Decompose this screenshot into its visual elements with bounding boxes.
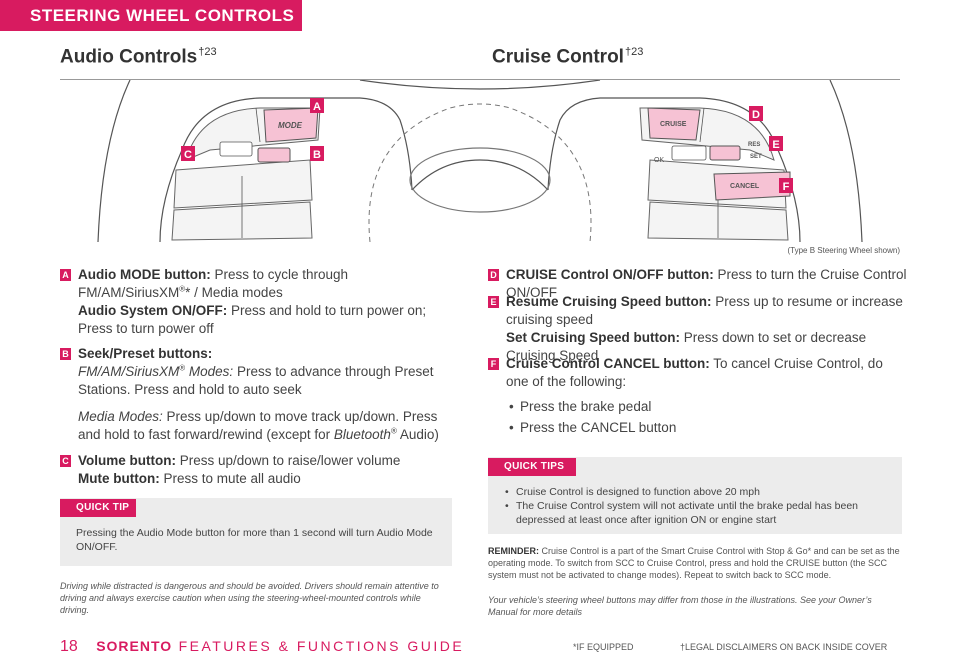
svg-text:D: D <box>752 109 760 121</box>
legal-disclaimer-note: †LEGAL DISCLAIMERS ON BACK INSIDE COVER <box>680 642 888 652</box>
reminder-text: REMINDER: Cruise Control is a part of th… <box>488 546 900 580</box>
callout-badge-d: D <box>488 269 499 281</box>
svg-text:CANCEL: CANCEL <box>730 183 760 190</box>
quick-tip-text: Pressing the Audio Mode button for more … <box>76 527 433 553</box>
callout-badge-e: E <box>488 296 499 308</box>
svg-text:SET: SET <box>750 154 762 160</box>
cruise-control-title: Cruise Control†23 <box>492 46 644 68</box>
quick-tip-item: Cruise Control is designed to function a… <box>502 485 882 499</box>
illustration-caption: (Type B Steering Wheel shown) <box>787 246 901 255</box>
svg-text:CRUISE: CRUISE <box>660 121 687 128</box>
buttons-may-differ-note: Your vehicle’s steering wheel buttons ma… <box>488 595 872 617</box>
quick-tips-list: Cruise Control is designed to function a… <box>502 485 882 527</box>
footer-guide-title: FEATURES & FUNCTIONS GUIDE <box>178 638 465 654</box>
svg-text:MODE: MODE <box>278 121 303 130</box>
section-tab-title: STEERING WHEEL CONTROLS <box>30 6 295 25</box>
callout-badge-c: C <box>60 455 71 467</box>
bullet-cancel: Press the CANCEL button <box>506 419 908 437</box>
page-number: 18 <box>60 638 78 655</box>
if-equipped-note: *IF EQUIPPED <box>573 642 634 652</box>
audio-item-a: A Audio MODE button: Press to cycle thro… <box>60 266 455 338</box>
footer-brand: SORENTO <box>96 638 173 654</box>
cruise-item-f: F Cruise Control CANCEL button: To cance… <box>488 355 908 437</box>
svg-text:C: C <box>184 149 192 161</box>
audio-item-c: C Volume button: Press up/down to raise/… <box>60 452 455 488</box>
svg-text:A: A <box>313 101 321 113</box>
quick-tips-label: QUICK TIPS <box>488 458 576 476</box>
svg-text:RES: RES <box>748 142 760 148</box>
audio-item-b: B Seek/Preset buttons: FM/AM/SiriusXM® M… <box>60 345 455 444</box>
svg-text:E: E <box>772 139 779 151</box>
cruise-item-d: D CRUISE Control ON/OFF button: Press to… <box>488 266 908 302</box>
quick-tip-item: The Cruise Control system will not activ… <box>502 499 882 527</box>
bullet-brake: Press the brake pedal <box>506 398 908 416</box>
svg-text:B: B <box>313 149 321 161</box>
callout-badge-a: A <box>60 269 71 281</box>
cruise-item-e: E Resume Cruising Speed button: Press up… <box>488 293 908 365</box>
svg-text:F: F <box>783 181 790 193</box>
steering-wheel-illustration: MODE CRUISE CANCEL OK RES SET A B C D E … <box>97 80 863 242</box>
quick-tip-label: QUICK TIP <box>60 499 136 517</box>
title-divider <box>60 79 900 80</box>
svg-text:OK: OK <box>654 157 664 164</box>
driving-disclaimer: Driving while distracted is dangerous an… <box>60 581 439 615</box>
audio-controls-title: Audio Controls†23 <box>60 46 217 68</box>
callout-badge-b: B <box>60 348 71 360</box>
page-footer: 18 SORENTO FEATURES & FUNCTIONS GUIDE <box>60 638 464 656</box>
section-tab: STEERING WHEEL CONTROLS <box>0 0 302 31</box>
callout-badge-f: F <box>488 358 499 370</box>
